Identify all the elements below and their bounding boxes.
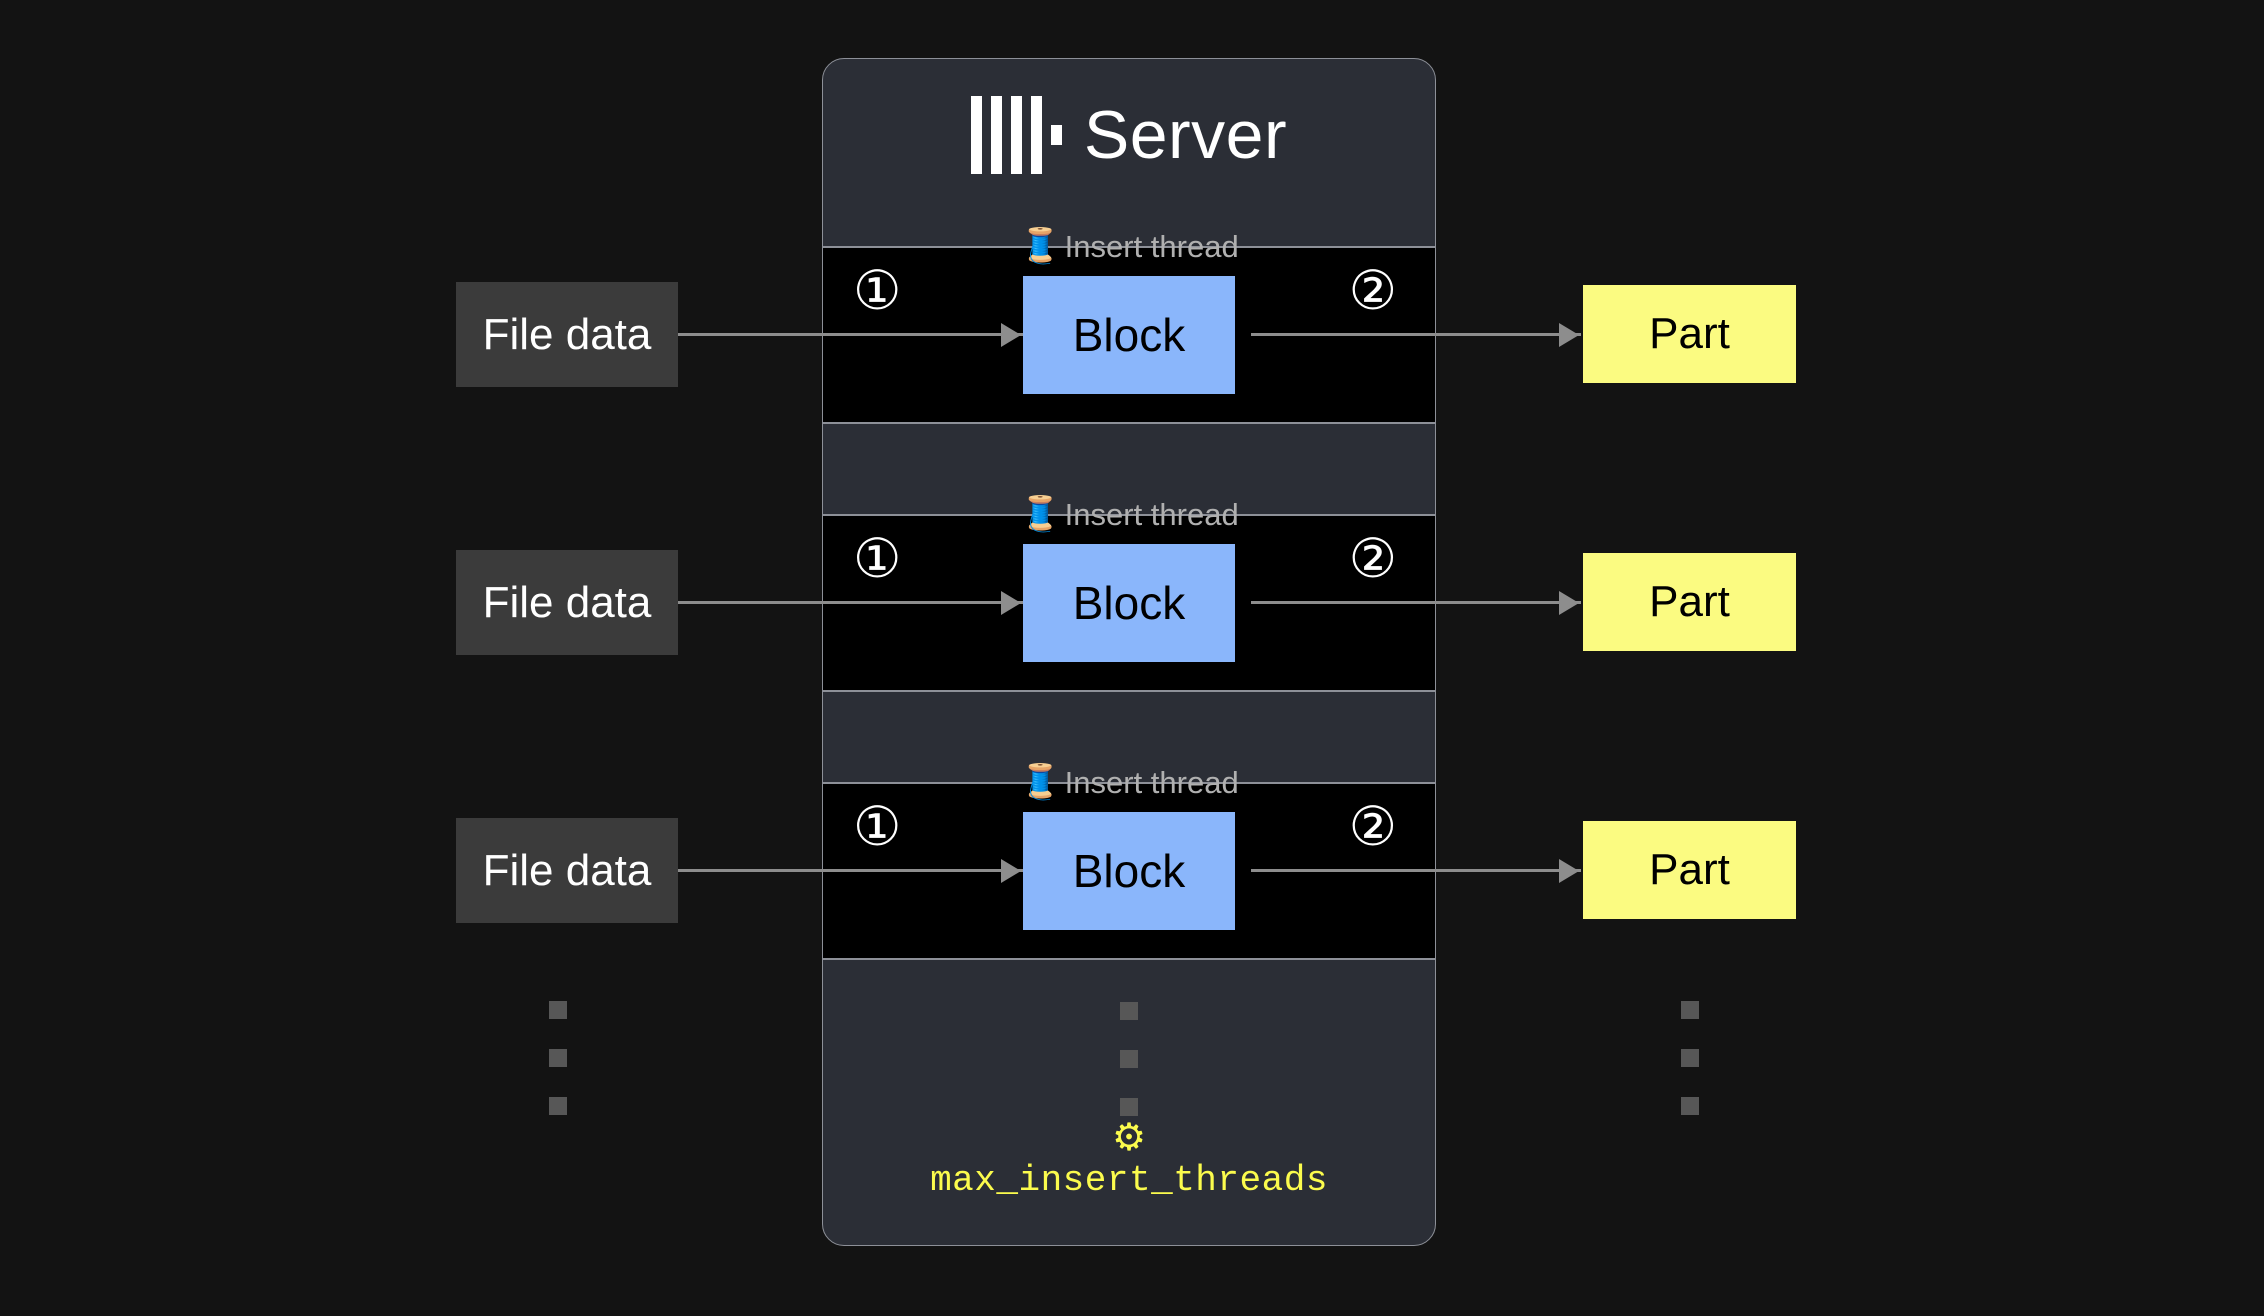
arrowhead-into-block-1 [1001, 323, 1021, 347]
ellipsis-square [549, 1097, 567, 1115]
file-data-label: File data [482, 309, 652, 359]
insert-thread-row-1: ① ② Block [823, 246, 1435, 424]
ellipsis-square [1120, 1098, 1138, 1116]
arrowhead-into-part-1 [1559, 323, 1579, 347]
connector-file-to-block-3 [678, 869, 1108, 872]
file-data-label: File data [482, 577, 652, 627]
part-box-3: Part [1583, 821, 1796, 919]
file-data-box-3: File data [456, 818, 678, 923]
server-panel: Server ① ② Block 🧵 Insert thread ① ② Blo… [822, 58, 1436, 1246]
connector-file-to-block-1 [678, 333, 1108, 336]
block-label: Block [1072, 845, 1186, 897]
step-number-out-3: ② [1348, 797, 1397, 857]
gear-icon: ⚙ [1111, 1117, 1147, 1159]
step-number-in-1: ① [853, 261, 902, 321]
block-box-3: Block [1023, 812, 1235, 930]
step-number-in-3: ① [853, 797, 902, 857]
ellipsis-square [1120, 1050, 1138, 1068]
part-label: Part [1649, 309, 1730, 358]
ellipsis-square [549, 1049, 567, 1067]
part-label: Part [1649, 845, 1730, 894]
step-number-out-1: ② [1348, 261, 1397, 321]
clickhouse-logo-icon [970, 96, 1062, 174]
setting-name: max_insert_threads [930, 1160, 1328, 1201]
part-label: Part [1649, 577, 1730, 626]
connector-block-to-part-1 [1251, 333, 1581, 336]
connector-file-to-block-2 [678, 601, 1108, 604]
arrowhead-into-block-2 [1001, 591, 1021, 615]
connector-block-to-part-3 [1251, 869, 1581, 872]
server-title: Server [1083, 97, 1288, 173]
continuation-dots-center [1120, 1002, 1138, 1116]
ellipsis-square [1681, 1049, 1699, 1067]
setting-footer: ⚙ max_insert_threads [823, 1119, 1435, 1199]
arrowhead-into-block-3 [1001, 859, 1021, 883]
ellipsis-square [1681, 1097, 1699, 1115]
part-box-1: Part [1583, 285, 1796, 383]
continuation-dots-right [1681, 1001, 1699, 1115]
block-box-2: Block [1023, 544, 1235, 662]
part-box-2: Part [1583, 553, 1796, 651]
step-number-out-2: ② [1348, 529, 1397, 589]
block-label: Block [1072, 309, 1186, 361]
block-label: Block [1072, 577, 1186, 629]
server-header: Server [823, 59, 1435, 211]
ellipsis-square [1120, 1002, 1138, 1020]
step-number-in-2: ① [853, 529, 902, 589]
file-data-box-2: File data [456, 550, 678, 655]
ellipsis-square [549, 1001, 567, 1019]
connector-block-to-part-2 [1251, 601, 1581, 604]
arrowhead-into-part-3 [1559, 859, 1579, 883]
block-box-1: Block [1023, 276, 1235, 394]
file-data-label: File data [482, 845, 652, 895]
arrowhead-into-part-2 [1559, 591, 1579, 615]
file-data-box-1: File data [456, 282, 678, 387]
continuation-dots-left [549, 1001, 567, 1115]
ellipsis-square [1681, 1001, 1699, 1019]
